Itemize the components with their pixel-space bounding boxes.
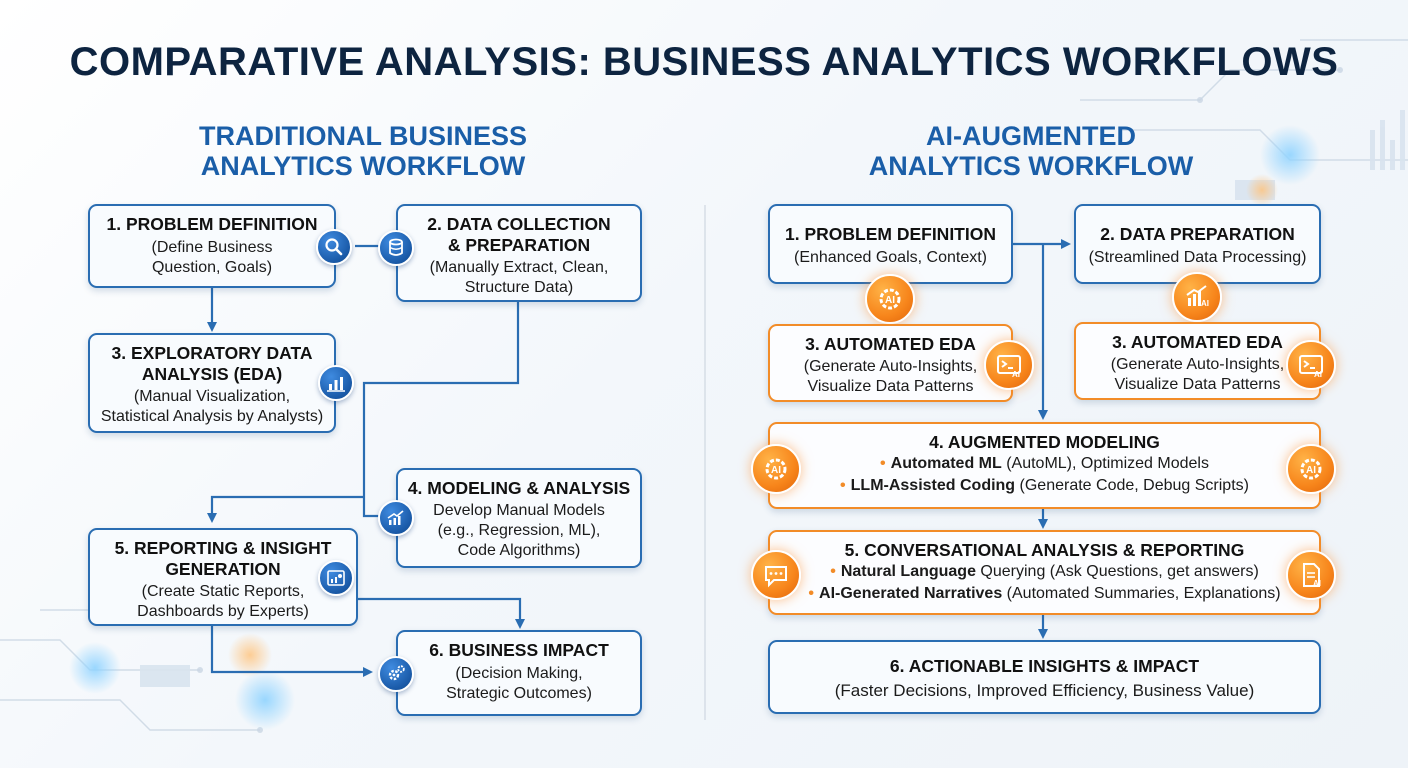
ai-chart-icon: AI — [1172, 272, 1222, 322]
traditional-section-title: TRADITIONAL BUSINESS ANALYTICS WORKFLOW — [198, 121, 528, 181]
ai-step-2: 2. DATA PREPARATION (Streamlined Data Pr… — [1074, 204, 1321, 284]
database-icon — [378, 230, 414, 266]
ai-step-5: 5. CONVERSATIONAL ANALYSIS & REPORTING •… — [768, 530, 1321, 615]
svg-text:AI: AI — [771, 465, 781, 476]
ai-step-3a: 3. AUTOMATED EDA (Generate Auto-Insights… — [768, 324, 1013, 402]
traditional-step-5: 5. REPORTING & INSIGHT GENERATION (Creat… — [88, 528, 358, 626]
traditional-step-1: 1. PROBLEM DEFINITION (Define Business Q… — [88, 204, 336, 288]
ai-step-3b: 3. AUTOMATED EDA (Generate Auto-Insights… — [1074, 322, 1321, 400]
ai-step-6: 6. ACTIONABLE INSIGHTS & IMPACT (Faster … — [768, 640, 1321, 714]
ai-chat-icon — [751, 550, 801, 600]
page-title: COMPARATIVE ANALYSIS: BUSINESS ANALYTICS… — [69, 40, 1339, 84]
list-item: •LLM-Assisted Coding (Generate Code, Deb… — [840, 477, 1249, 494]
report-icon — [318, 560, 354, 596]
gears-icon — [378, 656, 414, 692]
svg-text:AI: AI — [1306, 465, 1316, 476]
svg-text:AI: AI — [1313, 579, 1321, 588]
traditional-step-2: 2. DATA COLLECTION & PREPARATION (Manual… — [396, 204, 642, 302]
svg-text:AI: AI — [1314, 370, 1322, 379]
svg-text:AI: AI — [1012, 370, 1020, 379]
list-item: •Automated ML (AutoML), Optimized Models — [880, 455, 1209, 472]
ai-terminal-icon: AI — [1286, 340, 1336, 390]
magnifier-icon — [316, 229, 352, 265]
ai-gear-icon: AI — [865, 274, 915, 324]
traditional-step-6: 6. BUSINESS IMPACT (Decision Making, Str… — [396, 630, 642, 716]
list-item: •AI-Generated Narratives (Automated Summ… — [808, 585, 1281, 602]
ai-gear-icon: AI — [1286, 444, 1336, 494]
ai-terminal-icon: AI — [984, 340, 1034, 390]
traditional-step-4: 4. MODELING & ANALYSIS Develop Manual Mo… — [396, 468, 642, 568]
ai-step-1: 1. PROBLEM DEFINITION (Enhanced Goals, C… — [768, 204, 1013, 284]
ai-document-icon: AI — [1286, 550, 1336, 600]
traditional-step-3: 3. EXPLORATORY DATA ANALYSIS (EDA) (Manu… — [88, 333, 336, 433]
bar-chart-icon — [318, 365, 354, 401]
ai-gear-icon: AI — [751, 444, 801, 494]
svg-text:AI: AI — [885, 295, 895, 306]
ai-step-4: 4. AUGMENTED MODELING •Automated ML (Aut… — [768, 422, 1321, 509]
growth-chart-icon — [378, 500, 414, 536]
svg-text:AI: AI — [1201, 299, 1209, 308]
list-item: •Natural Language Querying (Ask Question… — [830, 563, 1259, 580]
ai-section-title: AI-AUGMENTED ANALYTICS WORKFLOW — [868, 121, 1194, 181]
